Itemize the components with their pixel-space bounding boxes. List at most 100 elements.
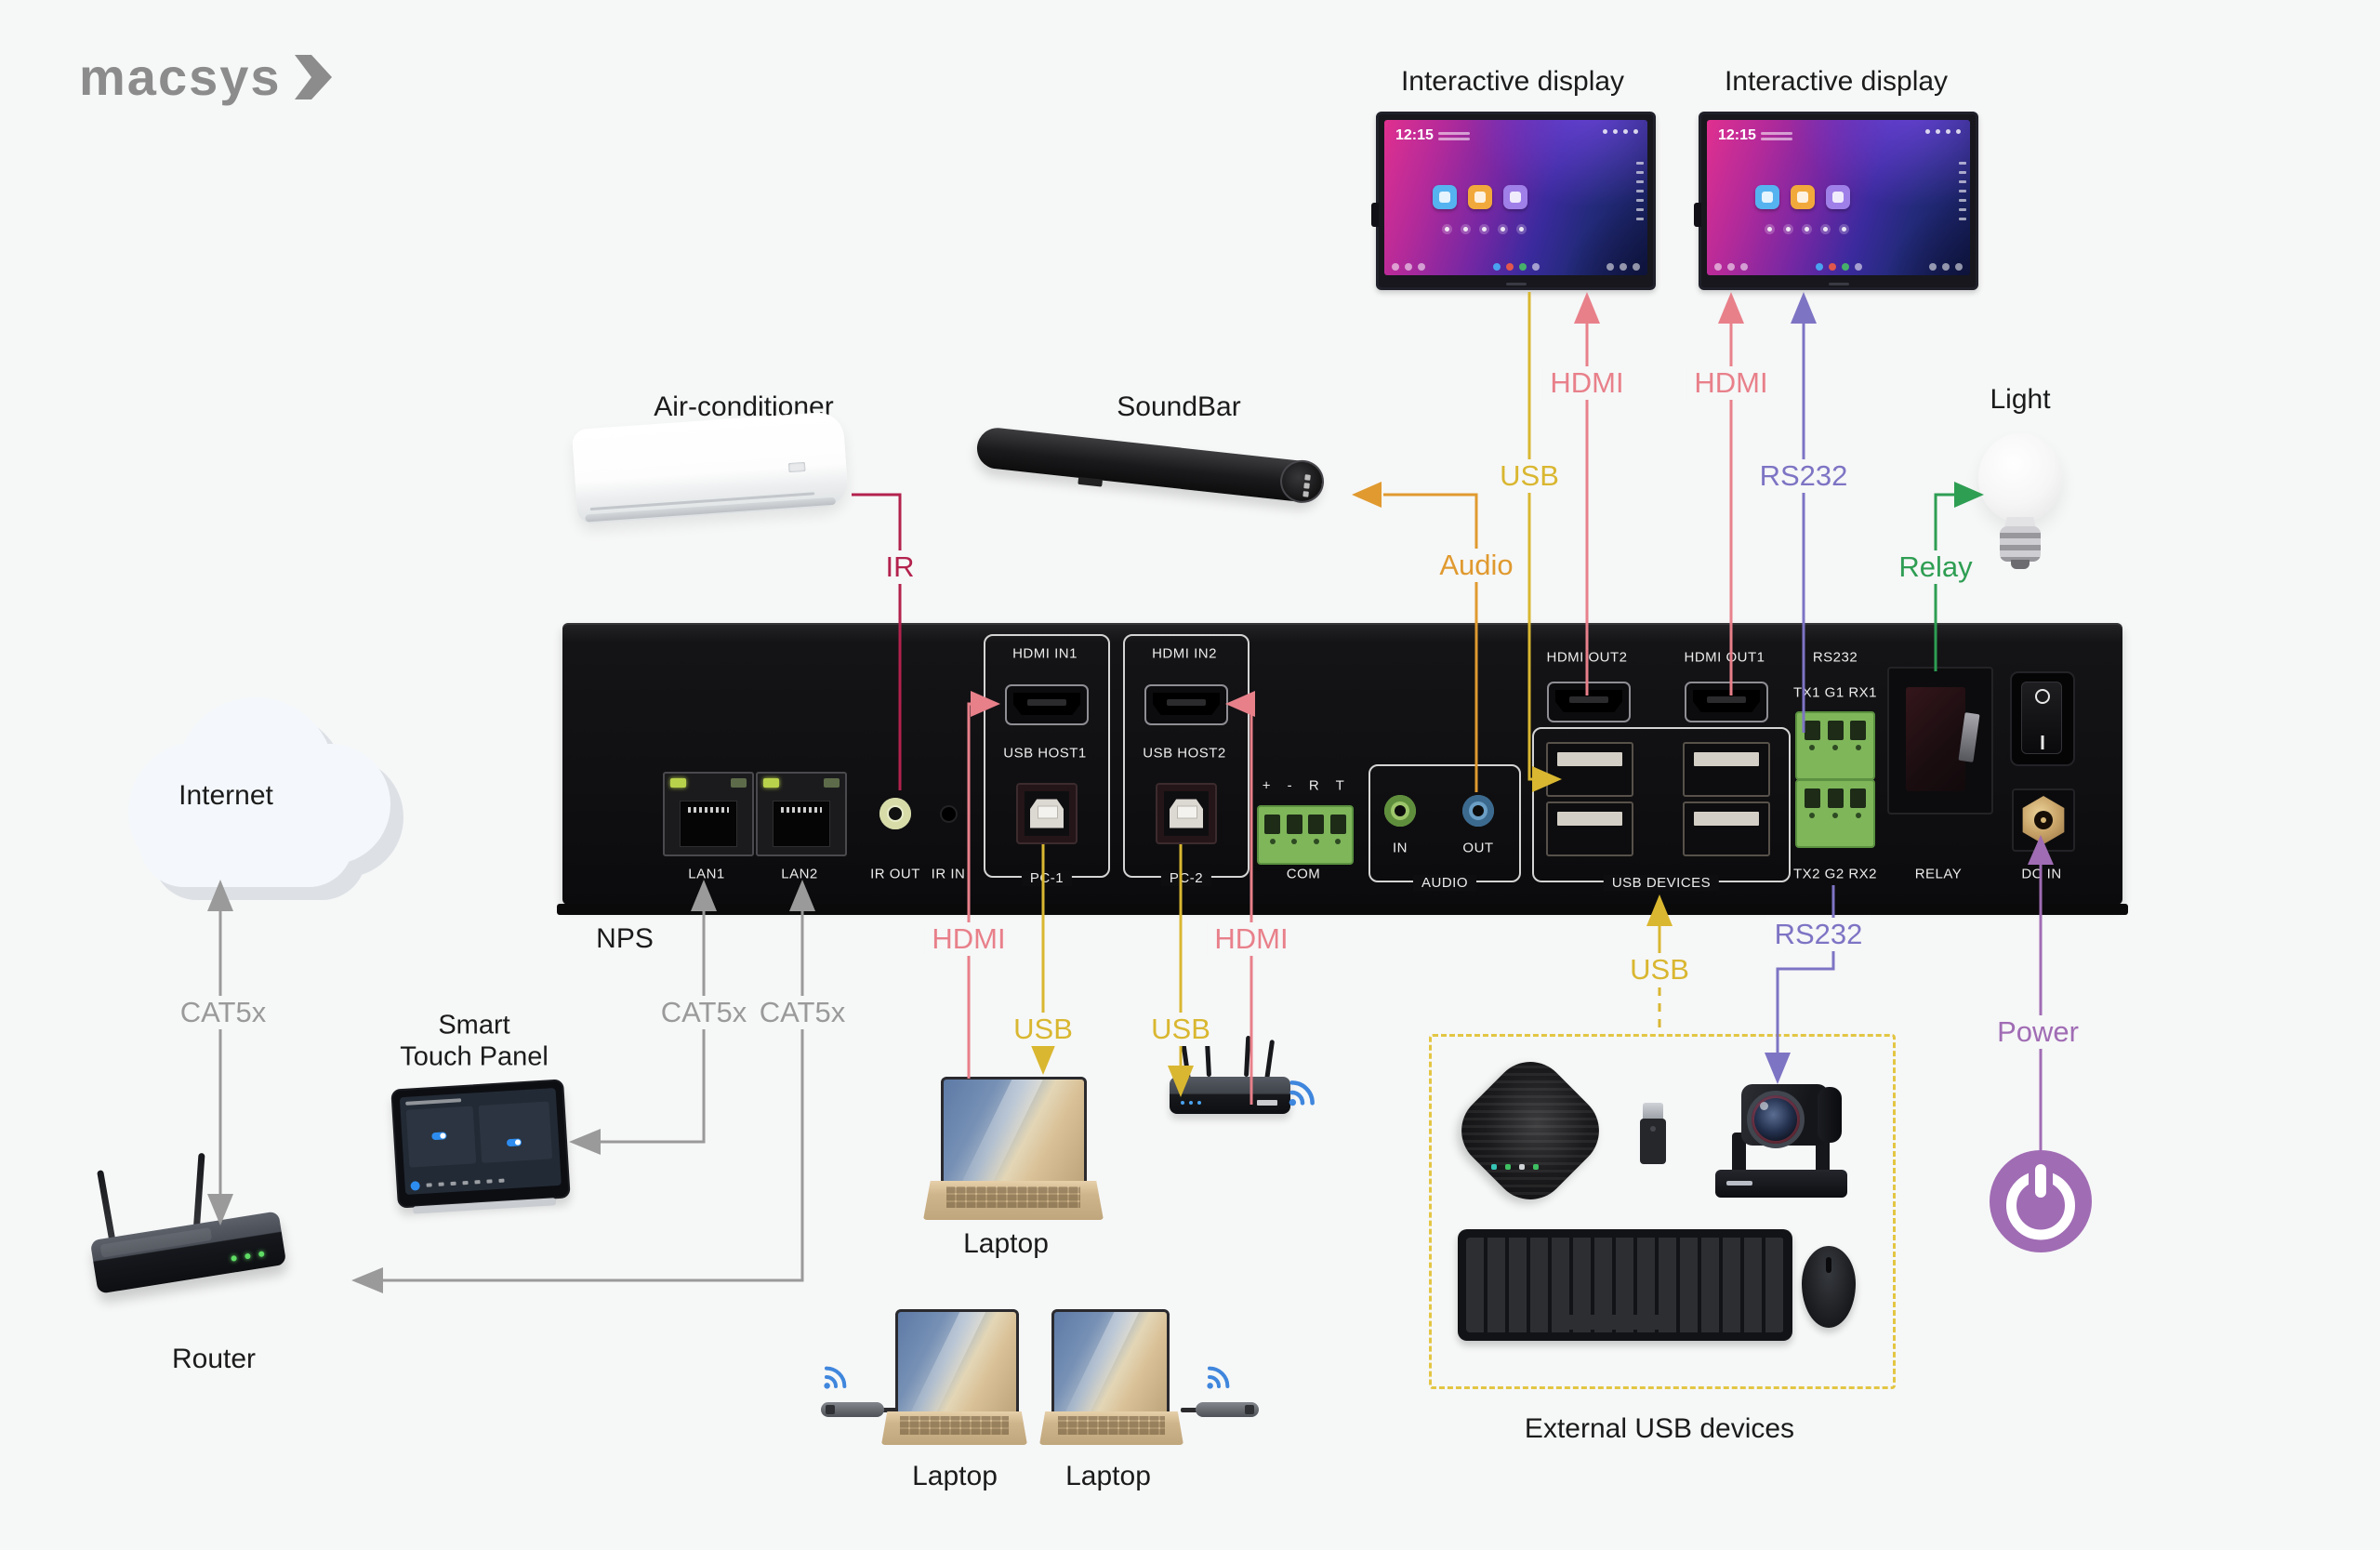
light-bulb-tip bbox=[2011, 560, 2030, 569]
rs232-label: RS232 bbox=[1812, 649, 1858, 666]
lan1-label: LAN1 bbox=[688, 866, 725, 882]
laptop3-base bbox=[1039, 1411, 1183, 1445]
router-title: Router bbox=[171, 1344, 257, 1374]
speakerphone-buttons bbox=[1491, 1164, 1539, 1170]
cat5x-router-label: CAT5x bbox=[751, 996, 853, 1029]
usb-pc1-label: USB bbox=[1006, 1013, 1080, 1046]
smart-touch-panel-title-line2: Touch Panel bbox=[400, 1041, 549, 1072]
external-usb-devices-box bbox=[1429, 1034, 1896, 1389]
usb-port-1 bbox=[1546, 742, 1633, 797]
dc-in-label: DC IN bbox=[2021, 866, 2062, 882]
display2-status-icons bbox=[1925, 129, 1961, 134]
usb-keyboard bbox=[1458, 1229, 1792, 1341]
ir-out-label: IR OUT bbox=[870, 866, 920, 882]
files-app-icon bbox=[1791, 185, 1815, 209]
display2-camera-tab bbox=[1694, 203, 1701, 227]
usb-mouse bbox=[1802, 1246, 1856, 1328]
hdmi-out1-port bbox=[1685, 682, 1768, 722]
touch-panel-dock bbox=[410, 1172, 555, 1191]
usb-port-3 bbox=[1683, 742, 1770, 797]
pc2-label: PC-2 bbox=[1160, 870, 1212, 886]
touch-panel-screen bbox=[399, 1087, 562, 1196]
lan2-label: LAN2 bbox=[781, 866, 818, 882]
display2-screen: 12:15 bbox=[1707, 120, 1970, 275]
relay-label: Relay bbox=[1891, 550, 1980, 584]
usb-pc2-label: USB bbox=[1144, 1013, 1218, 1046]
smart-touch-panel-title-line1: Smart bbox=[438, 1010, 510, 1040]
hdmi-in2-label: HDMI IN2 bbox=[1152, 645, 1217, 662]
brand-arrow-icon bbox=[294, 54, 332, 99]
soundbar-title: SoundBar bbox=[1117, 391, 1241, 422]
display1-status-icons bbox=[1603, 129, 1638, 134]
com-terminal bbox=[1257, 805, 1354, 865]
hdmi-out2-port bbox=[1547, 682, 1631, 722]
ir-out-jack bbox=[879, 798, 911, 829]
ir-in-jack bbox=[942, 807, 956, 821]
power-switch bbox=[2010, 671, 2075, 766]
usb-host1-port bbox=[1016, 783, 1078, 844]
router bbox=[89, 1211, 287, 1294]
display2-taskbar bbox=[1714, 263, 1963, 271]
audio-label: Audio bbox=[1432, 549, 1521, 582]
display1-camera-tab bbox=[1371, 203, 1379, 227]
light-bulb-neck bbox=[2004, 517, 2036, 528]
rs232-display-label: RS232 bbox=[1752, 459, 1856, 493]
display2-app-icons bbox=[1755, 185, 1850, 209]
usb-host2-label: USB HOST2 bbox=[1143, 745, 1226, 762]
usb-external-label: USB bbox=[1622, 953, 1697, 987]
rs232-external-label: RS232 bbox=[1766, 918, 1871, 951]
cat5x-internet-line bbox=[207, 880, 233, 1225]
com-pins-label: + - R T bbox=[1262, 777, 1345, 794]
brand-logo-text: macsys bbox=[79, 47, 282, 106]
nps-title: NPS bbox=[596, 923, 654, 954]
laptop2-screen bbox=[895, 1309, 1019, 1417]
cat5x-router-line bbox=[351, 880, 815, 1293]
ir-label: IR bbox=[878, 550, 922, 584]
power-label: Power bbox=[1990, 1015, 2086, 1049]
hdmi-in1-port bbox=[1005, 684, 1089, 725]
display2-shortcut-icons bbox=[1765, 224, 1849, 234]
files-app-icon bbox=[1468, 185, 1492, 209]
audio-out-jack bbox=[1462, 795, 1494, 827]
light-bulb bbox=[1978, 433, 2062, 523]
wireless-presentation-hub bbox=[1170, 1077, 1290, 1114]
dongle-cable bbox=[1181, 1408, 1199, 1412]
audio-label: AUDIO bbox=[1412, 875, 1477, 891]
display1-bezel-logo bbox=[1505, 283, 1527, 285]
display2-date bbox=[1761, 129, 1792, 143]
internet-cloud: Internet bbox=[121, 686, 403, 923]
air-conditioner bbox=[571, 410, 850, 525]
rs232-terminal-1 bbox=[1795, 711, 1875, 780]
light-title: Light bbox=[1990, 384, 2051, 415]
audio-in-jack bbox=[1384, 795, 1416, 827]
hdmi-display2-label: HDMI bbox=[1686, 366, 1776, 400]
audio-in-label: IN bbox=[1393, 840, 1408, 856]
dc-in-jack bbox=[2012, 788, 2075, 852]
laptop2-title: Laptop bbox=[912, 1461, 998, 1491]
wireless-dongle bbox=[821, 1402, 884, 1417]
hdmi-out1-label: HDMI OUT1 bbox=[1684, 649, 1765, 666]
ir-in-label: IR IN bbox=[931, 866, 966, 882]
power-icon bbox=[1990, 1150, 2092, 1252]
usb-display-label: USB bbox=[1492, 459, 1567, 493]
usb-flash-drive bbox=[1640, 1103, 1666, 1164]
soundbar bbox=[974, 426, 1324, 504]
nps-switcher: LAN1 LAN2 IR OUT IR IN PC-1 HDMI IN1 USB… bbox=[557, 623, 2128, 915]
light-bulb-screw bbox=[2000, 526, 2041, 562]
rs232-bottom-label: TX2 G2 RX2 bbox=[1792, 866, 1878, 882]
pc2-group: PC-2 bbox=[1123, 634, 1250, 886]
display2-sidebar-icons bbox=[1959, 155, 1966, 227]
display1-clock: 12:15 bbox=[1395, 127, 1434, 143]
interactive-display-1: 12:15 bbox=[1371, 112, 1656, 290]
usb-host2-port bbox=[1156, 783, 1217, 844]
hdmi-in1-label: HDMI IN1 bbox=[1012, 645, 1078, 662]
pc1-label: PC-1 bbox=[1021, 870, 1073, 886]
laptop3-title: Laptop bbox=[1065, 1461, 1151, 1491]
display2-clock: 12:15 bbox=[1718, 127, 1756, 143]
display2-bezel-logo bbox=[1828, 283, 1849, 285]
camera-lens bbox=[1747, 1091, 1805, 1148]
screenshare-app-icon bbox=[1826, 185, 1850, 209]
display1-screen: 12:15 bbox=[1384, 120, 1647, 275]
ptz-camera bbox=[1704, 1071, 1858, 1199]
